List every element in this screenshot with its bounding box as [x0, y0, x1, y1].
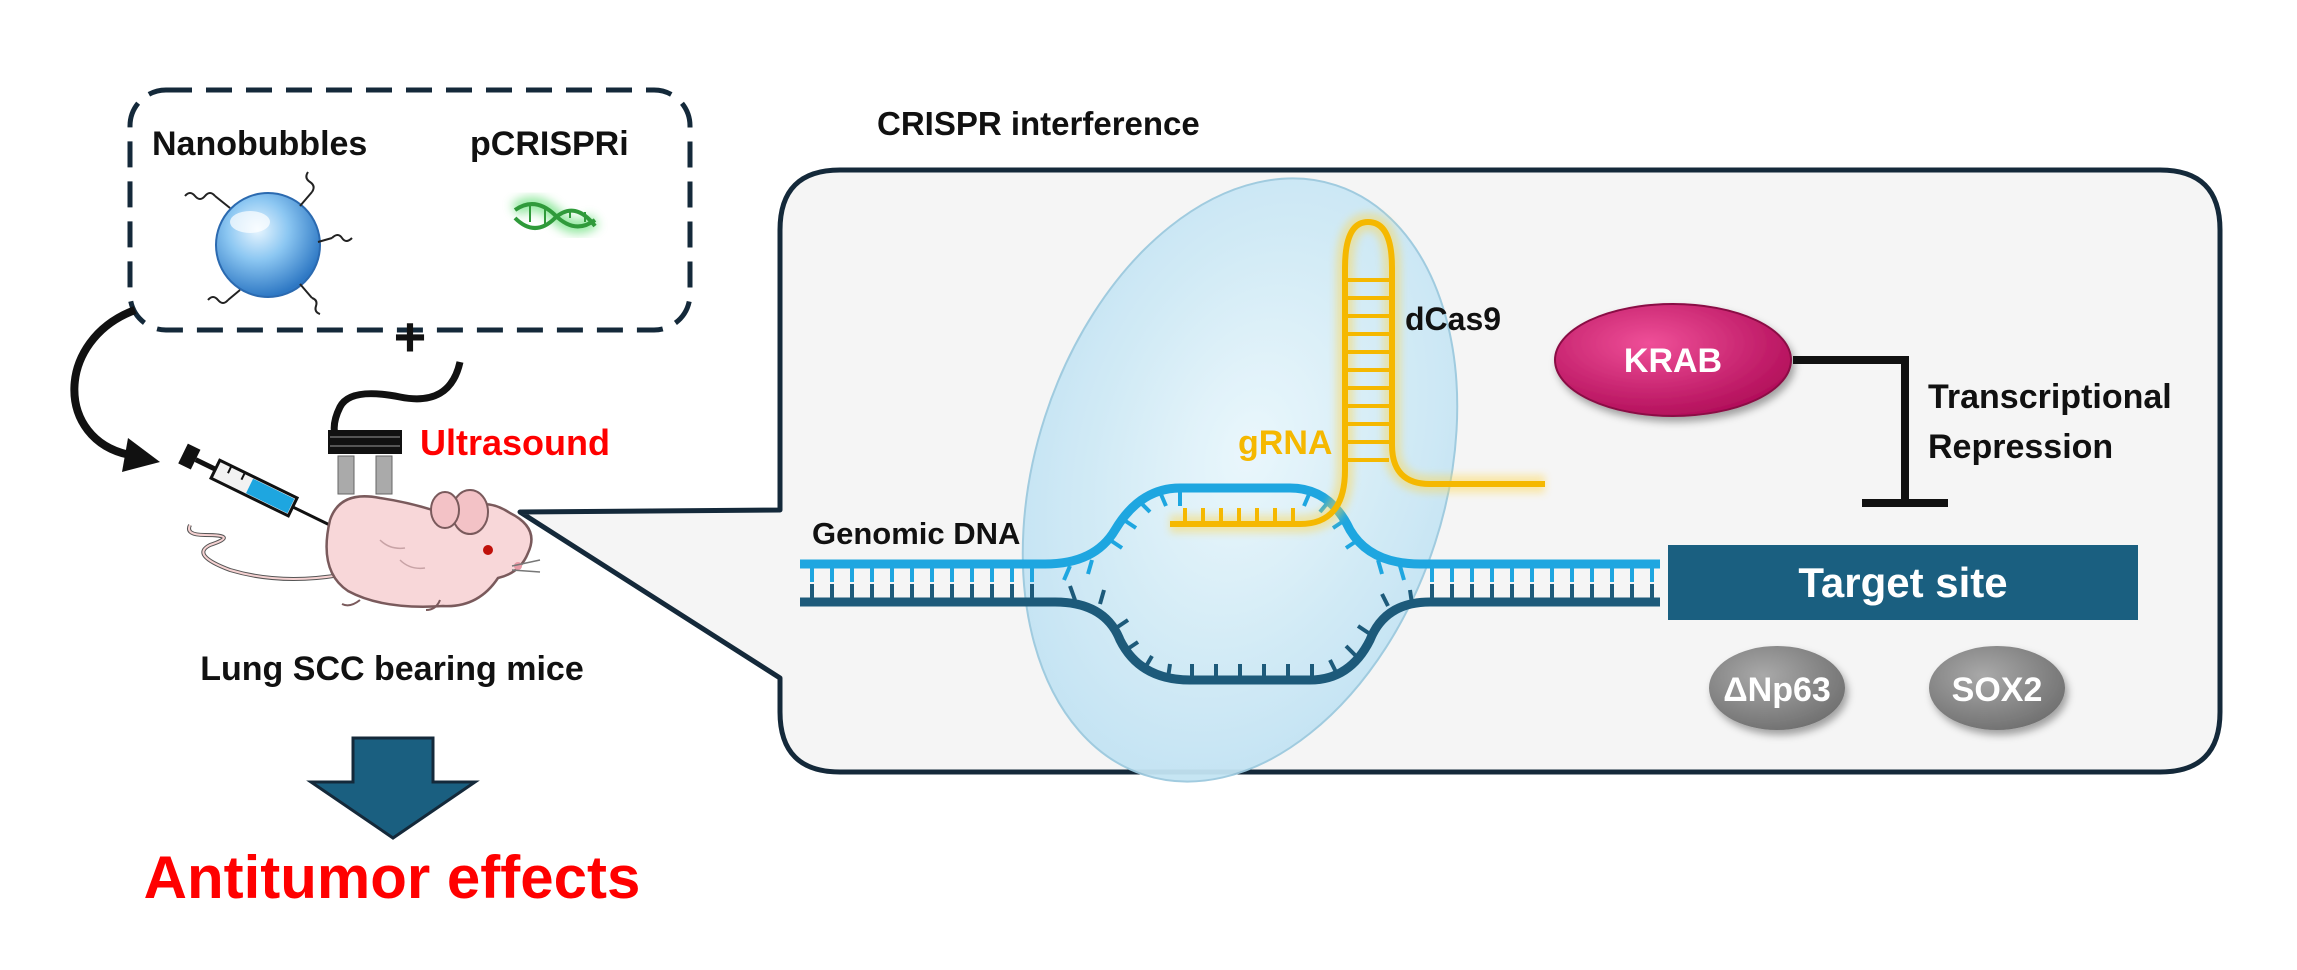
target-gene-sox2: SOX2 [1929, 646, 2065, 730]
pcrispri-label: pCRISPRi [470, 125, 629, 163]
down-arrow-icon [306, 736, 480, 840]
crispri-title: CRISPR interference [877, 105, 1200, 142]
delivery-box [127, 87, 693, 333]
ultrasound-probe-icon [328, 430, 402, 495]
mice-label: Lung SCC bearing mice [200, 650, 584, 688]
genomic-dna [800, 483, 1660, 685]
grna-label: gRNA [1238, 424, 1332, 462]
krab-label: KRAB [1624, 342, 1722, 380]
target-site-box [1668, 545, 2138, 620]
target-gene-dnp63: ΔNp63 [1709, 646, 1845, 730]
genomic-dna-label: Genomic DNA [812, 516, 1020, 551]
dcas9-label: dCas9 [1405, 301, 1501, 337]
target-gene-label: SOX2 [1952, 671, 2043, 709]
plus-sign: + [394, 305, 427, 368]
nanobubble-icon [184, 171, 353, 315]
grna [1170, 212, 1545, 533]
syringe-icon [178, 443, 341, 532]
plasmid-dna-icon [510, 197, 600, 234]
transducer-cable [330, 361, 464, 436]
injection-flow-arrow [70, 306, 160, 472]
mouse-icon [187, 489, 541, 611]
target-site-label: Target site [1798, 559, 2007, 606]
target-gene-label: ΔNp63 [1723, 671, 1831, 709]
antitumor-effects-label: Antitumor effects [144, 844, 641, 911]
ultrasound-label: Ultrasound [420, 422, 610, 463]
repression-label-line1: Transcriptional [1928, 378, 2172, 416]
krab-domain [1554, 303, 1792, 417]
repression-inhibit-line [1793, 356, 1948, 507]
repression-label-line2: Repression [1928, 428, 2113, 466]
nanobubbles-label: Nanobubbles [152, 125, 367, 163]
